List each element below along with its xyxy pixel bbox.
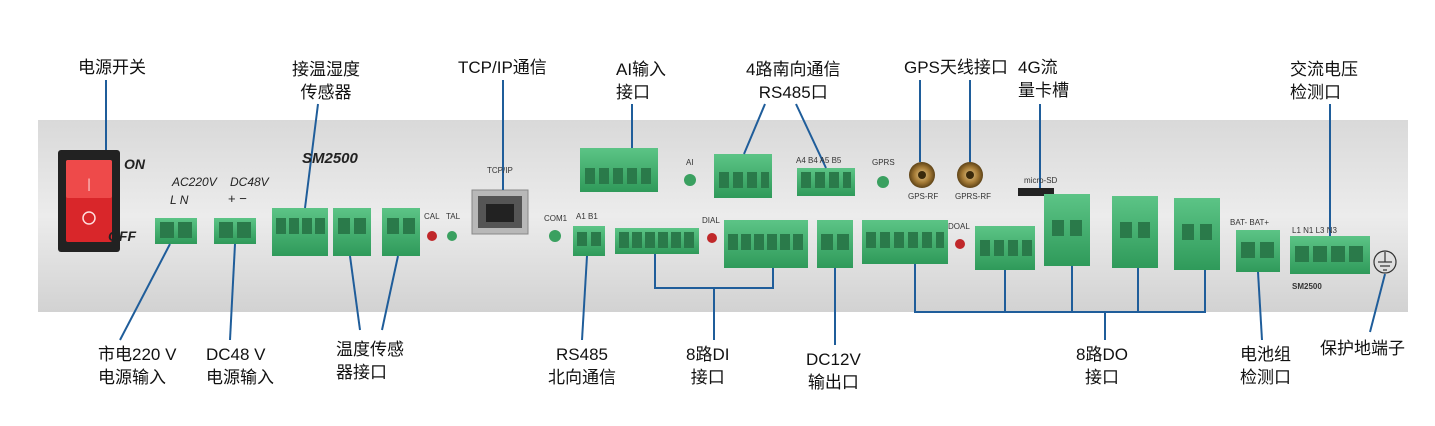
terminal-do-relay-2 (1112, 196, 1158, 268)
ai-panel-label: AI (686, 158, 694, 167)
terminal-rs485-south-2 (797, 168, 855, 196)
ai-led (684, 174, 696, 186)
ln-label: L N (170, 193, 189, 207)
terminal-ai (580, 148, 658, 192)
terminal-battery (1236, 230, 1280, 272)
callout-tcpip: TCP/IP通信 (458, 58, 547, 77)
terminal-do-relay-1 (1044, 194, 1090, 266)
terminal-temp-sensor-2 (382, 208, 420, 256)
gprs-led (877, 176, 889, 188)
dial-label: DIAL (702, 216, 720, 225)
rj45-port (471, 189, 529, 235)
doal-label: DOAL (948, 222, 970, 231)
callout-temp-humidity: 接温湿度 传感器 (292, 60, 360, 102)
terminal-do-2 (975, 226, 1035, 270)
l1n1-label: L1 N1 L3 N3 (1292, 226, 1337, 235)
cal-label: CAL (424, 212, 440, 221)
callout-dc12: DC12V 输出口 (806, 350, 861, 392)
model-small-label: SM2500 (1292, 282, 1322, 291)
doal-led (955, 239, 965, 249)
pm-label: + − (228, 191, 247, 206)
callout-ac-voltage: 交流电压 检测口 (1290, 60, 1358, 102)
terminal-dc12 (817, 220, 853, 268)
com1-led (549, 230, 561, 242)
dial-led (707, 233, 717, 243)
callout-lines (105, 80, 1386, 345)
dc48v-label: DC48V (230, 175, 269, 189)
cal-led (427, 231, 437, 241)
a1b1-label: A1 B1 (576, 212, 598, 221)
terminal-ac-voltage (1290, 236, 1370, 274)
ground-icon (1373, 250, 1397, 274)
terminal-do-1 (862, 220, 948, 264)
callout-ai-input: AI输入 接口 (616, 60, 667, 102)
terminal-do-relay-3 (1174, 198, 1220, 270)
terminal-temp-humidity (272, 208, 328, 256)
terminal-temp-sensor-1 (333, 208, 371, 256)
switch-on-label: ON (124, 156, 145, 172)
terminal-di (615, 228, 699, 254)
ac220v-label: AC220V (172, 175, 217, 189)
gprs-label: GPRS (872, 158, 895, 167)
tcpip-panel-label: TCP/IP (487, 166, 513, 175)
bat-label: BAT- BAT+ (1230, 218, 1270, 227)
gps-rf-label: GPS-RF (908, 192, 939, 201)
callout-mains-220: 市电220 V 电源输入 (98, 345, 177, 387)
callout-battery: 电池组 检测口 (1240, 345, 1291, 387)
terminal-di-2 (724, 220, 808, 268)
callout-sim-slot: 4G流 量卡槽 (1018, 58, 1069, 100)
switch-off-label: OFF (108, 228, 136, 244)
callout-rs485-south: 4路南向通信 RS485口 (746, 60, 841, 102)
callout-ground: 保护地端子 (1320, 339, 1405, 358)
callout-do8: 8路DO 接口 (1076, 345, 1128, 387)
tal-led (447, 231, 457, 241)
terminal-rs485-north (573, 226, 605, 256)
callout-temp-sensor: 温度传感 器接口 (336, 340, 404, 382)
callout-rs485-north: RS485 北向通信 (548, 345, 616, 387)
model-label: SM2500 (302, 150, 358, 167)
terminal-rs485-south (714, 154, 772, 198)
terminal-dc48 (214, 218, 256, 244)
terminal-ac220 (155, 218, 197, 244)
svg-text:|: | (87, 177, 91, 191)
sim-slot (1018, 188, 1054, 196)
com1-label: COM1 (544, 214, 568, 223)
gprs-rf-label: GPRS-RF (955, 192, 991, 201)
a4b4a5b5-label: A4 B4 A5 B5 (796, 156, 842, 165)
tal-label: TAL (446, 212, 461, 221)
callout-di8: 8路DI 接口 (686, 345, 730, 387)
callout-power-switch: 电源开关 (78, 58, 146, 77)
callout-dc48: DC48 V 电源输入 (206, 345, 274, 387)
callout-gps-antenna: GPS天线接口 (904, 58, 1008, 77)
micro-sd-label: micro-SD (1024, 176, 1058, 185)
